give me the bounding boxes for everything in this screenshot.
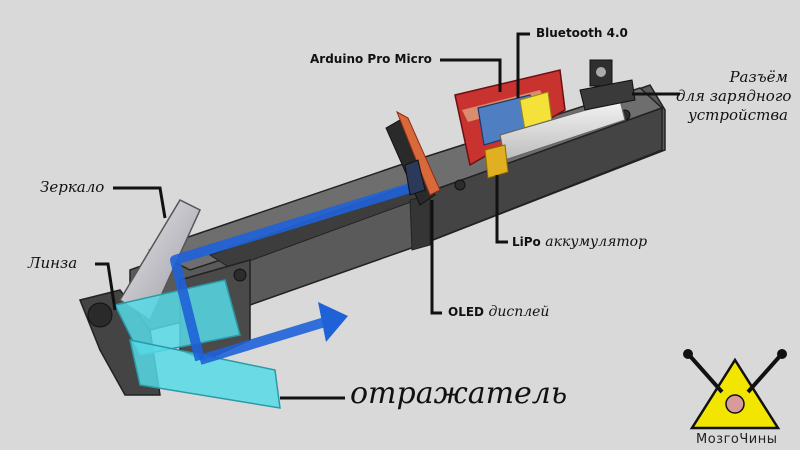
lipo-label-rest: аккумулятор bbox=[545, 234, 648, 250]
charger-connector bbox=[579, 59, 636, 111]
reflector-label: отражатель bbox=[350, 376, 568, 411]
reflector-plate bbox=[129, 339, 281, 409]
logo-text: МозгоЧины bbox=[696, 432, 778, 447]
mirror-label: Зеркало bbox=[40, 178, 105, 196]
bluetooth-label: Bluetooth 4.0 bbox=[536, 26, 628, 40]
charger-label: Разъём для зарядного устройства bbox=[676, 68, 792, 125]
leader-oled bbox=[430, 200, 442, 315]
leader-mirror bbox=[113, 186, 167, 219]
oled-label-bold: OLED bbox=[448, 305, 485, 319]
charger-label-line1: Разъём bbox=[729, 68, 788, 86]
oled-display bbox=[385, 110, 441, 206]
leader-lines bbox=[95, 32, 680, 400]
oled-label-rest: дисплей bbox=[488, 304, 550, 320]
lens-label: Линза bbox=[28, 254, 78, 272]
lens bbox=[113, 279, 241, 356]
beam-arrowhead bbox=[318, 302, 348, 342]
charger-label-line3: устройства bbox=[688, 106, 788, 124]
leader-lipo bbox=[495, 175, 508, 244]
brain-wrench-warning-icon bbox=[683, 349, 787, 430]
lipo-battery bbox=[484, 99, 626, 179]
leader-bluetooth bbox=[516, 32, 530, 98]
light-beam bbox=[170, 183, 412, 365]
lipo-label-bold: LiPo bbox=[512, 235, 541, 249]
leader-lens bbox=[95, 262, 117, 311]
leader-arduino bbox=[440, 58, 502, 92]
oled-label: OLED дисплей bbox=[448, 304, 549, 320]
arduino-label: Arduino Pro Micro bbox=[310, 52, 432, 66]
charger-label-line2: для зарядного bbox=[676, 87, 792, 105]
lipo-label: LiPo аккумулятор bbox=[512, 234, 647, 250]
